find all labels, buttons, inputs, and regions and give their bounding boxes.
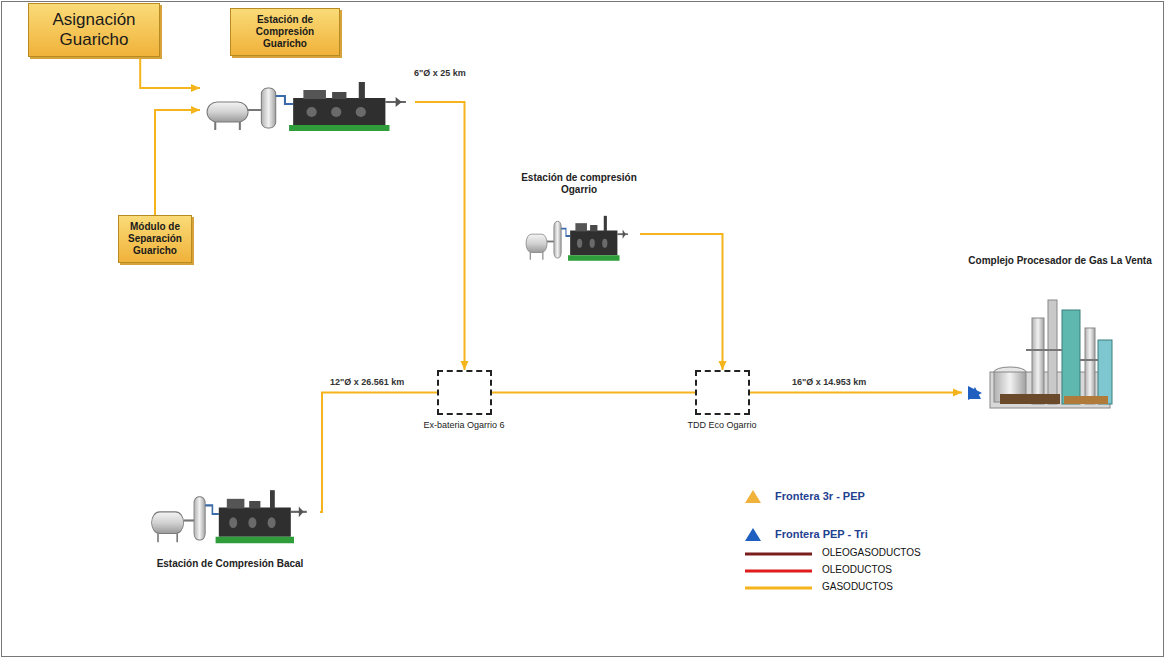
gas-pipeline bbox=[155, 110, 200, 215]
gas-pipeline bbox=[492, 392, 695, 394]
node-label: TDD Eco Ogarrio bbox=[672, 420, 772, 431]
legend-line bbox=[745, 587, 812, 590]
compression-station: Estación de Compresión Bacal bbox=[140, 484, 320, 596]
pipe-spec-label: 12"Ø x 26.561 km bbox=[328, 377, 406, 387]
junction-box: TDD Eco Ogarrio bbox=[695, 370, 750, 415]
legend-text: Frontera 3r - PEP bbox=[775, 490, 865, 502]
gas-pipeline bbox=[320, 393, 437, 513]
pipe-spec: 16"Ø x 14.953 km bbox=[790, 377, 868, 387]
gas-processing-complex: Complejo Procesador de Gas La Venta bbox=[962, 255, 1158, 415]
pipe-spec-label: 16"Ø x 14.953 km bbox=[790, 377, 868, 387]
assignment-box: Asignación Guaricho bbox=[28, 3, 160, 57]
compression-station: Estación de Compresión Guaricho bbox=[200, 8, 415, 142]
node-label: Ex-bateria Ogarrio 6 bbox=[414, 420, 514, 431]
legend-entry: Frontera PEP - Tri bbox=[775, 528, 868, 540]
legend-line bbox=[745, 570, 812, 573]
gas-pipeline bbox=[640, 234, 723, 370]
legend-entry: GASODUCTOS bbox=[822, 581, 893, 592]
pipe-spec-label: 6"Ø x 25 km bbox=[412, 68, 468, 78]
legend-entry: Frontera 3r - PEP bbox=[775, 490, 865, 502]
node-label: Estación de Compresión Bacal bbox=[140, 558, 320, 570]
legend-text: OLEOGASODUCTOS bbox=[822, 547, 921, 558]
node-label: Complejo Procesador de Gas La Venta bbox=[962, 255, 1158, 267]
legend-entry: OLEODUCTOS bbox=[822, 564, 892, 575]
legend-line bbox=[745, 553, 812, 556]
gas-pipeline bbox=[750, 392, 962, 394]
node-label: Módulo de Separación Guaricho bbox=[119, 216, 191, 262]
legend-text: OLEODUCTOS bbox=[822, 564, 892, 575]
node-label: Estación de Compresión Guaricho bbox=[230, 8, 340, 56]
legend-triangle bbox=[745, 528, 761, 541]
legend-entry: OLEOGASODUCTOS bbox=[822, 547, 921, 558]
gas-pipeline bbox=[415, 102, 465, 370]
node-label: Estación de compresión Ogarrio bbox=[518, 172, 640, 196]
separation-module-box: Módulo de Separación Guaricho bbox=[118, 215, 192, 263]
legend-triangle bbox=[745, 490, 761, 503]
node-label: Asignación Guaricho bbox=[29, 4, 159, 56]
pipe-spec: 12"Ø x 26.561 km bbox=[328, 377, 406, 387]
pipe-spec: 6"Ø x 25 km bbox=[412, 68, 468, 78]
compression-station: Estación de compresión Ogarrio bbox=[518, 172, 640, 272]
junction-box: Ex-bateria Ogarrio 6 bbox=[437, 370, 492, 415]
gas-pipeline bbox=[140, 57, 200, 88]
legend-text: Frontera PEP - Tri bbox=[775, 528, 868, 540]
legend-text: GASODUCTOS bbox=[822, 581, 893, 592]
